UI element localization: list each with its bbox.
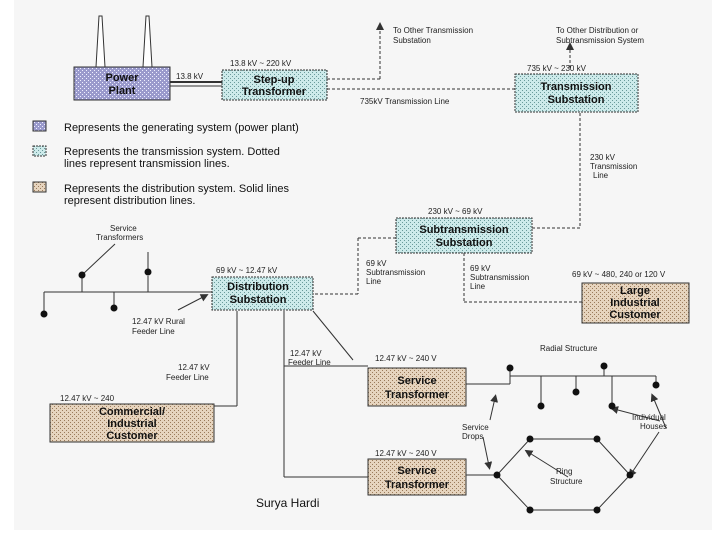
legend-distribution-text-line2: represent distribution lines. bbox=[64, 195, 195, 207]
label-individual-houses-line1: Individual bbox=[632, 413, 666, 422]
label-12-47-240-a: 12.47 kV ~ 240 V bbox=[375, 354, 437, 363]
label-radial-structure: Radial Structure bbox=[540, 344, 598, 353]
label-rural-feeder-line2: Feeder Line bbox=[132, 327, 175, 336]
label-individual-houses-line2: Houses bbox=[640, 422, 667, 431]
commercial-industrial-customer-box: Commercial/ Industrial Customer bbox=[49, 403, 215, 443]
connection-lines bbox=[43, 22, 667, 511]
transmission-label-line1: Transmission bbox=[541, 81, 612, 93]
legend-generating-swatch bbox=[32, 120, 47, 132]
distribution-label-line1: Distribution bbox=[227, 281, 289, 293]
subtransmission-label-line2: Substation bbox=[436, 237, 493, 249]
legend-distribution-swatch bbox=[32, 181, 47, 193]
commercial-line1: Commercial/ bbox=[99, 406, 165, 418]
label-ring-structure-line2: Structure bbox=[550, 477, 583, 486]
stepup-label-line2: Transformer bbox=[242, 86, 307, 98]
transmission-label-line2: Substation bbox=[548, 94, 605, 106]
label-69-12-47kv: 69 kV ~ 12.47 kV bbox=[216, 266, 278, 275]
large-industrial-line2: Industrial bbox=[610, 297, 660, 309]
commercial-line2: Industrial bbox=[107, 418, 157, 430]
diagram-labels: 13.8 kV 13.8 kV ~ 220 kV To Other Transm… bbox=[60, 26, 667, 486]
legend: Represents the generating system (power … bbox=[32, 120, 299, 207]
service1-line2: Transformer bbox=[385, 389, 450, 401]
label-735-230kv: 735 kV ~ 230 kV bbox=[527, 64, 587, 73]
legend-transmission-text-line2: lines represent transmission lines. bbox=[64, 158, 230, 170]
label-230kv-line1: 230 kV bbox=[590, 153, 616, 162]
legend-generating-text: Represents the generating system (power … bbox=[64, 122, 299, 134]
label-subtrans-left-line3: Line bbox=[366, 277, 382, 286]
stepup-label-line1: Step-up bbox=[254, 74, 295, 86]
label-rural-feeder-line1: 12.47 kV Rural bbox=[132, 317, 185, 326]
distribution-substation-box: Distribution Substation bbox=[211, 276, 314, 311]
distribution-label-line2: Substation bbox=[230, 294, 287, 306]
label-12-47-240-c: 12.47 kV ~ 240 bbox=[60, 394, 115, 403]
subtransmission-substation-box: Subtransmission Substation bbox=[395, 217, 533, 254]
service-transformer-box-2: Service Transformer bbox=[367, 458, 467, 496]
label-service-transformers-line2: Transformers bbox=[96, 233, 143, 242]
label-service-drops-line2: Drops bbox=[462, 432, 483, 441]
legend-distribution-text-line1: Represents the distribution system. Soli… bbox=[64, 183, 289, 195]
label-to-other-distribution-line2: Subtransmission System bbox=[556, 36, 644, 45]
commercial-line3: Customer bbox=[106, 430, 158, 442]
label-feeder-right-line2: Feeder Line bbox=[288, 358, 331, 367]
label-subtrans-left-line1: 69 kV bbox=[366, 259, 387, 268]
large-industrial-customer-box: Large Industrial Customer bbox=[581, 282, 690, 324]
label-feeder-left-line2: Feeder Line bbox=[166, 373, 209, 382]
label-to-other-distribution-line1: To Other Distribution or bbox=[556, 26, 639, 35]
label-13-8-220kv: 13.8 kV ~ 220 kV bbox=[230, 59, 292, 68]
service2-line1: Service bbox=[397, 465, 436, 477]
label-feeder-left-line1: 12.47 kV bbox=[178, 363, 210, 372]
label-ring-structure-line1: Ring bbox=[556, 467, 572, 476]
large-industrial-line1: Large bbox=[620, 285, 650, 297]
label-feeder-right-line1: 12.47 kV bbox=[290, 349, 322, 358]
power-plant-box: Power Plant bbox=[73, 66, 171, 101]
label-230kv-line2: Transmission bbox=[590, 162, 637, 171]
power-plant-chimneys-icon bbox=[95, 15, 153, 68]
legend-transmission-text-line1: Represents the transmission system. Dott… bbox=[64, 146, 280, 158]
label-12-47-240-b: 12.47 kV ~ 240 V bbox=[375, 449, 437, 458]
label-230-69kv: 230 kV ~ 69 kV bbox=[428, 207, 483, 216]
label-subtrans-right-line2: Subtransmission bbox=[470, 273, 529, 282]
label-to-other-transmission-line2: Substation bbox=[393, 36, 431, 45]
label-subtrans-left-line2: Subtransmission bbox=[366, 268, 425, 277]
label-service-drops-line1: Service bbox=[462, 423, 489, 432]
large-industrial-line3: Customer bbox=[609, 309, 661, 321]
label-subtrans-right-line3: Line bbox=[470, 282, 486, 291]
legend-transmission-swatch bbox=[32, 145, 47, 157]
label-subtrans-right-line1: 69 kV bbox=[470, 264, 491, 273]
label-69kv-480: 69 kV ~ 480, 240 or 120 V bbox=[572, 270, 666, 279]
stepup-transformer-box: Step-up Transformer bbox=[221, 69, 328, 101]
service2-line2: Transformer bbox=[385, 479, 450, 491]
label-service-transformers-line1: Service bbox=[110, 224, 137, 233]
service1-line1: Service bbox=[397, 375, 436, 387]
subtransmission-label-line1: Subtransmission bbox=[419, 224, 509, 236]
label-230kv-line3: Line bbox=[593, 171, 609, 180]
connection-points bbox=[40, 268, 660, 514]
power-plant-label-line2: Plant bbox=[109, 85, 136, 97]
label-to-other-transmission-line1: To Other Transmission bbox=[393, 26, 473, 35]
label-13-8kv: 13.8 kV bbox=[176, 72, 204, 81]
transmission-substation-box: Transmission Substation bbox=[514, 73, 639, 113]
footer-author: Surya Hardi bbox=[256, 496, 320, 510]
label-735kv-line: 735kV Transmission Line bbox=[360, 97, 450, 106]
service-transformer-box-1: Service Transformer bbox=[367, 367, 467, 407]
power-plant-label-line1: Power bbox=[105, 72, 139, 84]
